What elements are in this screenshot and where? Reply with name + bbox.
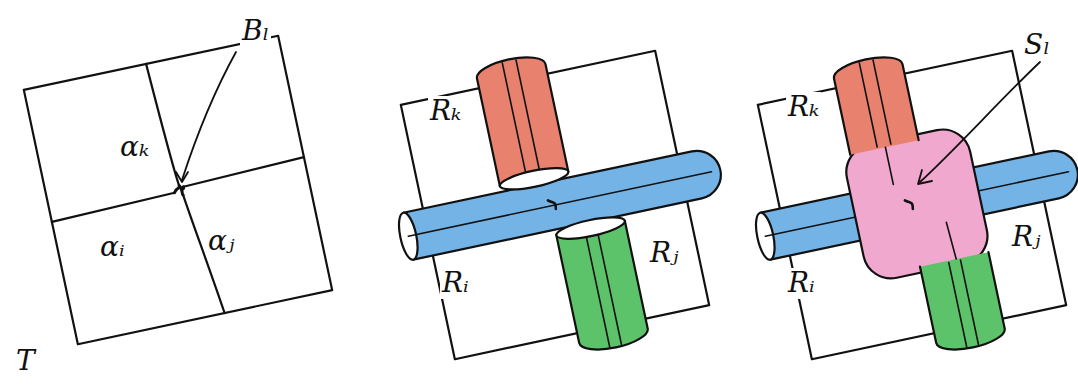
symbol-label: Rₖ xyxy=(428,96,463,127)
symbol-label: Rᵢ xyxy=(786,268,817,299)
symbol-label: Rᵢ xyxy=(440,268,471,299)
square-panel xyxy=(369,21,752,386)
symbol-label: αⱼ xyxy=(206,226,236,257)
symbol-label: αₖ xyxy=(118,132,151,163)
leader-line xyxy=(182,52,236,180)
square-panel xyxy=(726,21,1078,386)
symbol-label: αᵢ xyxy=(98,232,127,263)
symbol-label: Sₗ xyxy=(1022,30,1052,61)
leader-line xyxy=(920,62,1040,182)
symbol-label: T xyxy=(14,346,37,377)
symbol-label: Bₗ xyxy=(240,16,271,47)
symbol-label: Rₖ xyxy=(786,92,821,123)
square-panel xyxy=(24,36,332,344)
symbol-label: Rⱼ xyxy=(648,238,680,269)
symbol-label: Rⱼ xyxy=(1010,222,1042,253)
